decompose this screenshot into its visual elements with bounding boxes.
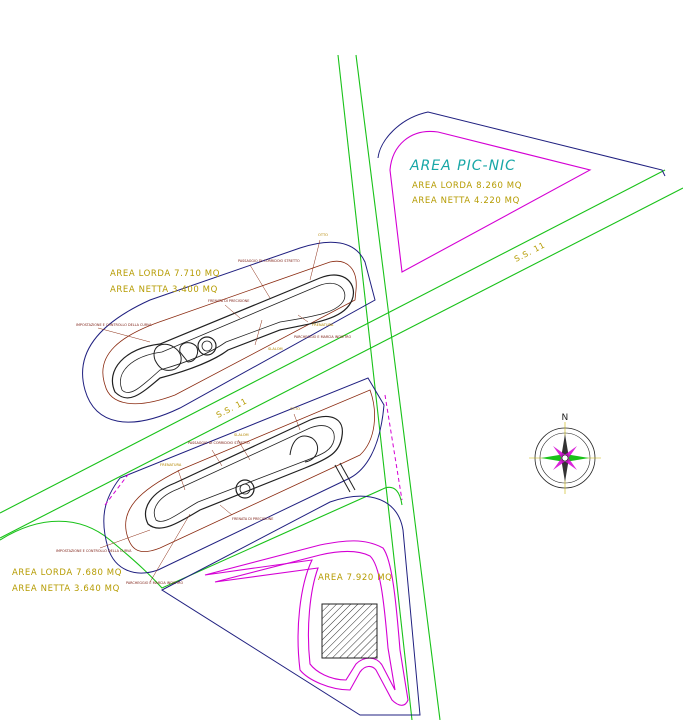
lower-label-corridor: PASSAGGIO DI CORRIDOIO STRETTO	[188, 441, 250, 445]
upper-site-boundary	[82, 241, 376, 423]
picnic-inner-outline	[389, 130, 592, 273]
upper-track-contour	[102, 260, 357, 405]
ss11-lower-edge	[0, 187, 683, 539]
lower-label-frenatura: FRENATURA	[160, 463, 182, 467]
compass-rose-icon: N	[529, 413, 601, 494]
parking-boundary	[160, 495, 421, 716]
upper-track-loop-2	[179, 342, 199, 363]
upper-area-netta: AREA NETTA 3.400 MQ	[110, 285, 218, 295]
lower-track-branch	[289, 435, 319, 463]
lower-label-otto: OTTO	[290, 407, 300, 411]
picnic-area	[389, 130, 592, 273]
picnic-boundary	[377, 111, 666, 177]
lower-label-parcheggio: PARCHEGGIO E MARCIA INDIETRO	[126, 581, 184, 585]
south-area-label: AREA 7.920 MQ	[318, 573, 392, 583]
upper-track: OTTO PASSAGGIO DI CORRIDOIO STRETTO FREN…	[76, 233, 357, 405]
upper-roundabout-outer	[197, 336, 217, 356]
dashed-edge-1	[384, 394, 403, 501]
picnic-area-lorda: AREA LORDA 8.260 MQ	[412, 181, 522, 191]
upper-track-loop	[153, 343, 182, 371]
lower-label-slalom: SLALOM	[234, 433, 249, 437]
lower-label-frenata: FRENATA DI PRECISIONE	[232, 517, 273, 521]
lower-track-contour	[125, 389, 375, 552]
roads	[0, 54, 683, 720]
south-area-outline	[204, 540, 409, 706]
south-outer-outline	[204, 540, 409, 706]
upper-label-parcheggio: PARCHEGGIO E MARCIA INDIETRO	[294, 335, 352, 339]
lower-track: OTTO SLALOM PASSAGGIO DI CORRIDOIO STRET…	[56, 389, 375, 585]
lower-track-stub-2	[339, 462, 356, 491]
upper-label-slalom: SLALOM	[268, 347, 283, 351]
vertical-road-left-edge	[337, 54, 413, 720]
lower-label-curva: IMPOSTAZIONE E CONTROLLO DELLA CURVA	[56, 549, 132, 553]
hatched-square	[321, 603, 378, 659]
upper-label-frenata: FRENATA DI PRECISIONE	[208, 299, 249, 303]
lower-track-inner	[153, 425, 335, 522]
upper-label-curva: IMPOSTAZIONE E CONTROLLO DELLA CURVA	[76, 323, 152, 327]
lower-site-boundary	[103, 377, 385, 574]
upper-track-outer	[111, 274, 354, 399]
lower-area-lorda: AREA LORDA 7.680 MQ	[12, 568, 122, 578]
upper-label-corridor: PASSAGGIO DI CORRIDOIO STRETTO	[238, 259, 300, 263]
picnic-area-netta: AREA NETTA 4.220 MQ	[412, 196, 520, 206]
upper-roundabout-inner	[201, 340, 213, 352]
upper-area-lorda: AREA LORDA 7.710 MQ	[110, 269, 220, 279]
picnic-title: AREA PIC-NIC	[409, 158, 516, 174]
ss11-upper-edge	[0, 169, 666, 514]
lower-track-stub	[334, 464, 351, 493]
upper-label-frenatura: FRENATURA	[312, 323, 334, 327]
dashed-edge-2	[104, 471, 131, 506]
upper-label-otto: OTTO	[318, 233, 328, 237]
compass-north-label: N	[562, 413, 569, 423]
hatched-building	[321, 603, 378, 659]
lower-track-outer	[145, 415, 343, 529]
boundaries	[82, 111, 666, 716]
vertical-road-right-edge	[355, 54, 441, 720]
lower-roundabout-outer	[235, 479, 255, 499]
lower-area-netta: AREA NETTA 3.640 MQ	[12, 584, 120, 594]
side-road-curve	[0, 486, 403, 589]
lower-roundabout-inner	[239, 483, 251, 495]
